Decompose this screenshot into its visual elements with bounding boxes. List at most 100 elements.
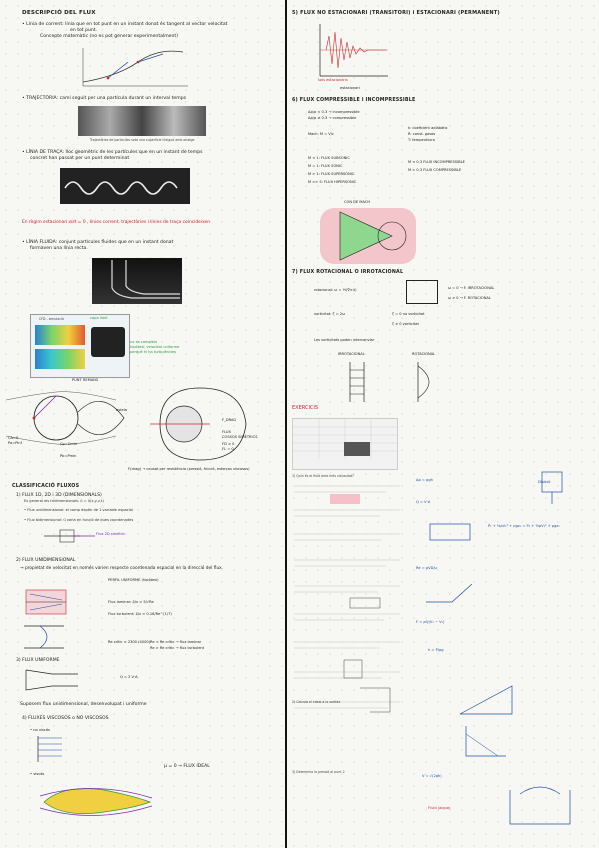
label: M < 0.3 FLUX INCOMPRESSIBLE	[408, 160, 465, 164]
label: R: const. gasos	[408, 132, 436, 136]
label: FLUX	[222, 430, 231, 434]
label: F_DRAG	[222, 418, 237, 422]
curl-matrix	[406, 280, 438, 304]
formula: Flux laminar: δ/x ≈ 5/√Re	[108, 600, 154, 604]
section-title: 5) FLUX NO ESTACIONARI (TRANSITORI) i ES…	[292, 10, 500, 16]
label: Pa=Pinf	[8, 441, 22, 445]
cfd-contour	[35, 325, 85, 345]
label: Les vorticitats poden intercanviar	[314, 338, 375, 342]
dam-sketch	[465, 726, 506, 757]
text-line: • LÍNIA FLUIDA: conjunt partícules fluid…	[22, 240, 174, 245]
answer: Re = ρVD/μ	[416, 566, 437, 570]
label: Fluid (aigua)	[428, 806, 451, 810]
answer: P₁ + ½ρV₁² + ρgz₁ = P₂ + ½ρV₂² + ρgz₂	[488, 524, 560, 528]
label: M < 1: FLUX SUBSÒNIC	[308, 156, 350, 160]
label: k: coeficient adiabàtic	[408, 126, 448, 130]
label: PERFIL UNIFORME (hipòtesi)	[108, 578, 159, 582]
column-divider	[285, 0, 287, 848]
2d-flow-sketch	[44, 529, 95, 543]
formula: Δρ/ρ < 0.3 → incompressible	[308, 110, 360, 114]
label: ζ = 0 no vorticitat	[392, 312, 425, 316]
label: FD ≠ 0	[222, 442, 235, 446]
label: IRROTACIONAL	[338, 352, 365, 356]
question: 2) Calcula el cabal a la sortida	[292, 700, 341, 704]
streakline-photo	[60, 168, 190, 204]
viscous-airfoil-sketch	[39, 788, 153, 816]
label: PUNT REMANS	[72, 378, 99, 382]
text-line: → propietat de velocitat en només varien…	[20, 566, 224, 571]
text-line: • Flux unidimensional: el camp depèn de …	[24, 508, 133, 512]
cfd-panel: CFD - simulació	[30, 314, 130, 378]
label: • no viscós	[30, 728, 50, 732]
label: COSSOS SIMÈTRICS	[222, 435, 258, 439]
label: ω = 0 → F. IRROTACIONAL	[448, 286, 495, 290]
pipe-velocity-sketch	[24, 625, 64, 649]
text-line: • Flux bidimensional: ū varia en funció …	[24, 518, 134, 522]
annotation: no es compleix	[130, 340, 158, 344]
siphon-sketch	[509, 786, 571, 825]
text-line: • Línia de corrent: línia que en tot pun…	[22, 22, 228, 27]
answer: Δp = ρgh	[416, 478, 433, 482]
section-title: CLASSIFICACIÓ FLUXOS	[12, 484, 80, 489]
text-line: • TRAJECTÒRIA: camí seguit per una partí…	[22, 96, 187, 101]
label: • viscós	[30, 772, 45, 776]
text-line: en tot punt.	[70, 28, 98, 33]
section-title: EXERCICIS	[292, 405, 319, 411]
formula: Flux turbulent: δ/x ≈ 0.16/Re^(1/7)	[108, 612, 172, 616]
left-column: DESCRIPCIÓ DEL FLUX • Línia de corrent: …	[0, 0, 284, 848]
text-line: 2) FLUX UNIDIMENSIONAL	[16, 558, 76, 563]
label: sols estacionaris	[318, 78, 348, 82]
label: F(drag) → causat per resistència (pressi…	[128, 467, 250, 471]
exercise-list	[290, 480, 410, 820]
mach-cone-diagram	[320, 208, 416, 264]
label: CON DE MACH	[344, 200, 371, 204]
text-line: μ = 0 → FLUX IDEAL	[164, 764, 210, 769]
cylinder-flow-diagram	[5, 391, 125, 445]
label: Pb=Pmin	[60, 454, 77, 458]
section-title: 7) FLUX ROTACIONAL O IRROTACIONAL	[292, 270, 404, 275]
highlight-note: En règim estacionari ∂/∂t = 0 , línies c…	[22, 220, 211, 225]
answer: V = √(2gh)	[422, 774, 442, 778]
right-column: 5) FLUX NO ESTACIONARI (TRANSITORI) i ES…	[288, 0, 599, 848]
vortex-photo	[91, 327, 125, 357]
cfd-contour	[35, 349, 85, 369]
annotation: capa límit	[90, 316, 108, 320]
label: estela	[116, 408, 127, 412]
exercise-figure	[344, 442, 370, 456]
formula: Mach: M = V/c	[308, 132, 334, 136]
tank-sketch	[541, 471, 563, 504]
label: estacionari	[340, 86, 360, 90]
text-line: 1) FLUX 1D, 2D i 3D (DIMENSIONALS)	[16, 493, 102, 498]
transient-signal-plot	[319, 24, 388, 77]
text-line: 4) FLUXES VISCOSOS o NO VISCOSOS	[22, 716, 109, 721]
section-title: 6) FLUX COMPRESSIBLE i INCOMPRESSIBLE	[292, 98, 416, 103]
beam-sketch	[429, 523, 471, 541]
answer: Q = V·A	[416, 500, 431, 504]
fluid-line-photo	[92, 258, 182, 304]
streamline-sketch	[82, 48, 188, 87]
text-line: concret han passat per un punt determina…	[30, 156, 130, 161]
label: M >> 5: FLUX HIPERSÒNIC	[308, 180, 357, 184]
label: Dipòsit	[538, 480, 551, 484]
annotation: hipòtesi, velocitat uniforme	[130, 345, 180, 349]
formula: Q = Σ V·A	[120, 675, 138, 679]
formula: Re > Re crític → flux turbulent	[150, 646, 205, 650]
label: M > 0.3 FLUX COMPRESSIBLE	[408, 168, 462, 172]
text-line: Es general els tridimensionals: ū = ū(x,…	[24, 499, 104, 503]
label: FL = 0	[222, 447, 234, 451]
formula: vorticitat: ζ = 2ω	[314, 312, 346, 316]
inviscid-profile	[37, 736, 62, 762]
cfd-title: CFD - simulació	[39, 317, 64, 321]
incline-sketch	[459, 685, 513, 715]
label: Cp=Cmin	[60, 442, 78, 446]
answer: F = ρQ(V₂ − V₁)	[416, 620, 445, 624]
formula: Re crític ≈ 2300 (4000)	[108, 640, 151, 644]
drag-body-diagram	[150, 387, 247, 461]
answer: h = P/ρg	[428, 648, 444, 652]
caption: Trajectòries de partícules sota una supe…	[90, 138, 195, 142]
slope-sketch	[426, 583, 473, 603]
label: CA=0	[8, 436, 19, 440]
section-title: DESCRIPCIÓ DEL FLUX	[22, 10, 96, 16]
label: T: temperatura	[408, 138, 435, 142]
